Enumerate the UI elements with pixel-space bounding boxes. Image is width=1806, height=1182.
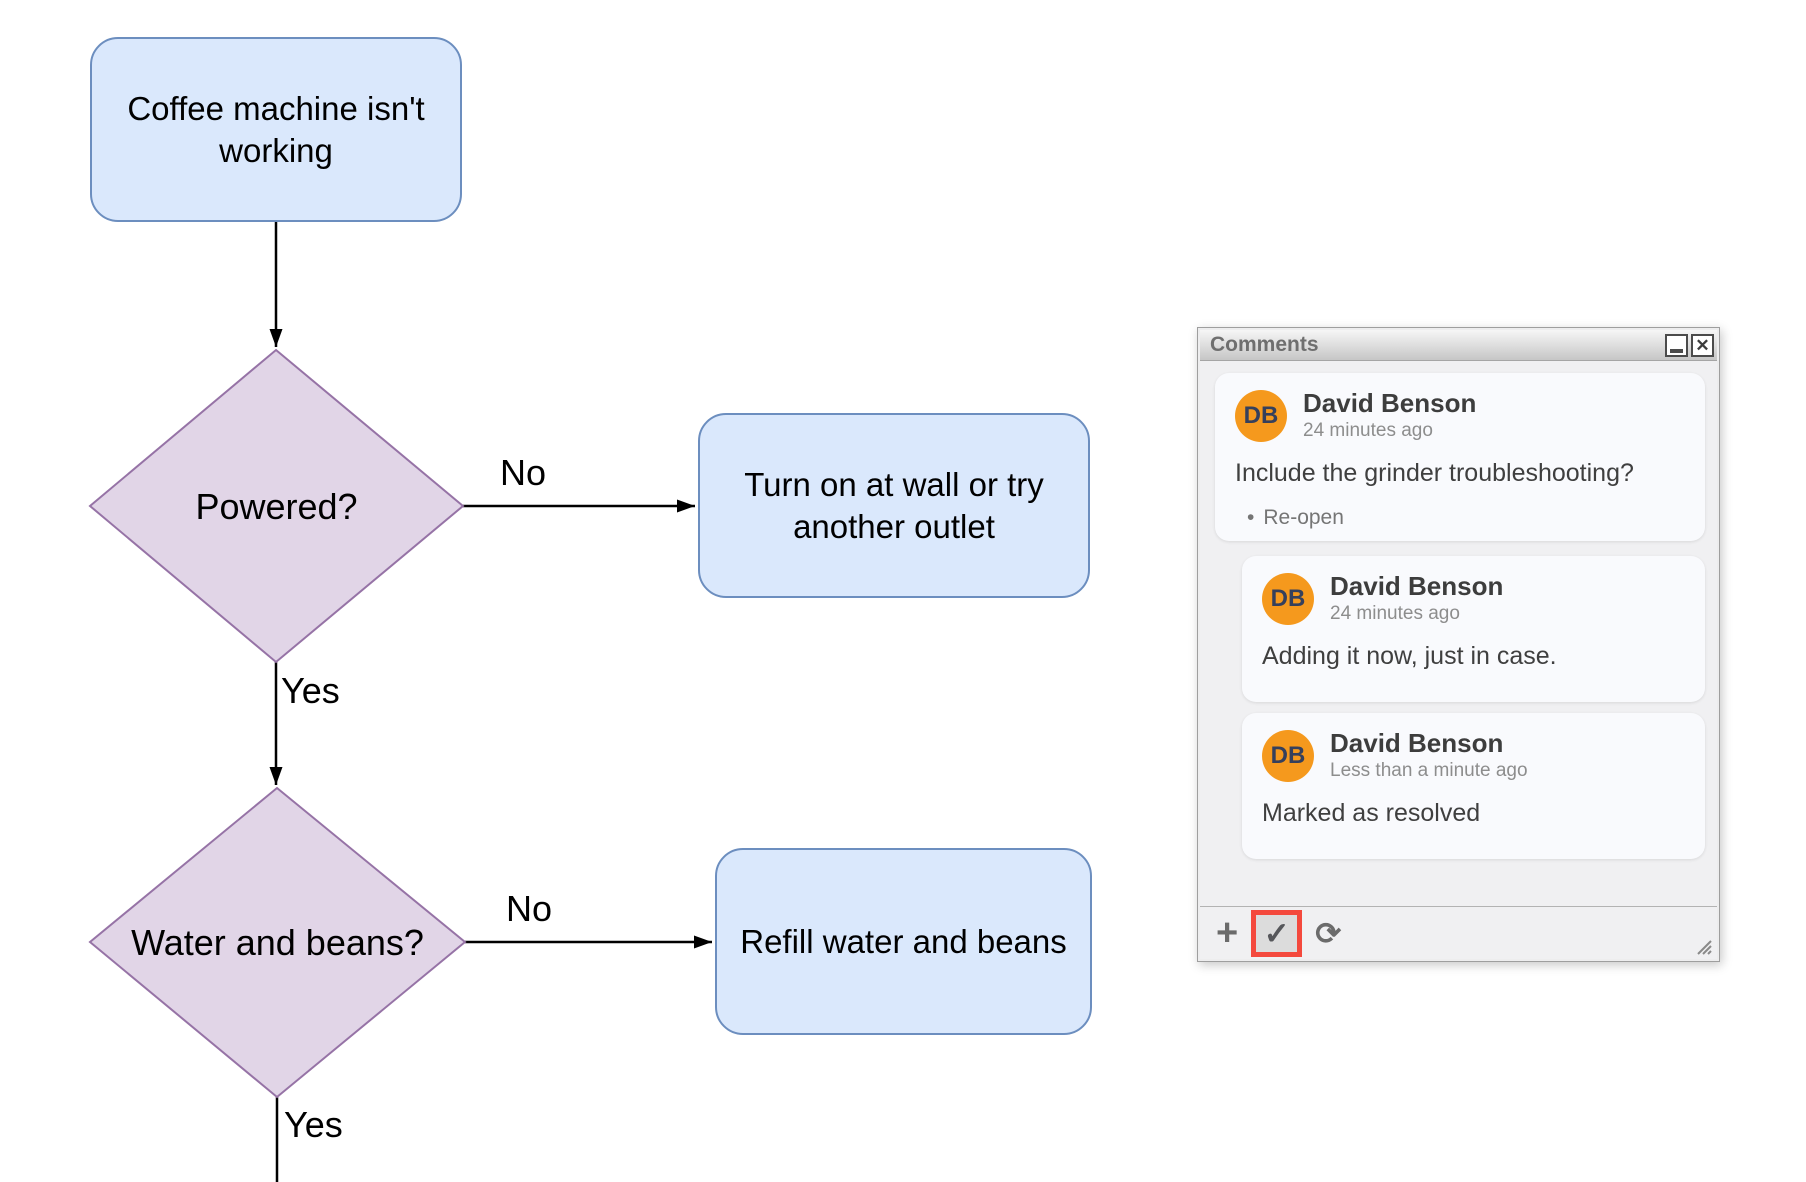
node-decision-supplies-label: Water and beans?: [131, 922, 424, 963]
comments-list: DB David Benson 24 minutes ago Include t…: [1200, 361, 1717, 906]
node-action-power[interactable]: Turn on at wall or try another outlet: [698, 413, 1090, 598]
comment-time: 24 minutes ago: [1330, 602, 1460, 624]
comment-header: DB David Benson Less than a minute ago: [1262, 728, 1685, 783]
avatar: DB: [1262, 729, 1314, 782]
node-action-refill[interactable]: Refill water and beans: [715, 848, 1092, 1035]
edge-label-powered-no[interactable]: No: [500, 452, 547, 493]
comment-author: David Benson: [1330, 571, 1504, 601]
edge-label-supplies-no[interactable]: No: [506, 888, 553, 929]
resize-handle[interactable]: [1692, 935, 1712, 955]
comments-titlebar[interactable]: Comments ✕: [1200, 330, 1717, 361]
comments-toolbar: + ✓ ⟳: [1200, 906, 1717, 959]
comment-author: David Benson: [1303, 388, 1477, 418]
comment-header: DB David Benson 24 minutes ago: [1235, 388, 1685, 443]
comment-header: DB David Benson 24 minutes ago: [1262, 571, 1685, 626]
refresh-button[interactable]: ⟳: [1315, 915, 1342, 951]
comment-text: Marked as resolved: [1262, 798, 1481, 827]
node-decision-supplies[interactable]: Water and beans?: [90, 788, 465, 1097]
avatar: DB: [1262, 572, 1314, 625]
comment-time: 24 minutes ago: [1303, 419, 1433, 441]
reopen-label: Re-open: [1263, 505, 1344, 529]
node-action-power-label: Turn on at wall or try another outlet: [744, 466, 1044, 545]
node-decision-powered-label: Powered?: [195, 485, 358, 527]
decision-supplies-shape[interactable]: [88, 786, 467, 1099]
node-start[interactable]: Coffee machine isn't working: [90, 37, 462, 222]
close-button[interactable]: ✕: [1691, 333, 1714, 357]
comments-title: Comments: [1210, 333, 1319, 356]
minimize-icon: [1670, 348, 1683, 353]
node-action-refill-label: Refill water and beans: [740, 922, 1067, 960]
minimize-button[interactable]: [1665, 333, 1688, 357]
comment-card: DB David Benson Less than a minute ago M…: [1242, 713, 1705, 859]
decision-powered-shape[interactable]: [88, 348, 465, 664]
comment-card: DB David Benson 24 minutes ago Adding it…: [1242, 556, 1705, 702]
comment-card: DB David Benson 24 minutes ago Include t…: [1215, 373, 1705, 541]
comments-window: Comments ✕ DB David Benson 24 minutes ag…: [1197, 327, 1720, 962]
avatar: DB: [1235, 389, 1287, 442]
node-decision-powered[interactable]: Powered?: [90, 350, 463, 662]
resolve-button[interactable]: ✓: [1263, 915, 1290, 951]
add-comment-button[interactable]: +: [1216, 912, 1239, 954]
comment-text: Include the grinder troubleshooting?: [1235, 458, 1634, 487]
comment-author: David Benson: [1330, 728, 1504, 758]
close-icon: ✕: [1695, 335, 1710, 355]
click-target-highlight: ✓: [1251, 909, 1303, 957]
bullet-icon: •: [1247, 505, 1255, 529]
node-start-label: Coffee machine isn't working: [127, 90, 425, 169]
edge-label-powered-yes[interactable]: Yes: [281, 670, 340, 711]
comment-text: Adding it now, just in case.: [1262, 641, 1557, 670]
edge-label-supplies-yes[interactable]: Yes: [284, 1104, 343, 1145]
reopen-link[interactable]: • Re-open: [1235, 506, 1685, 530]
comment-time: Less than a minute ago: [1330, 759, 1528, 781]
